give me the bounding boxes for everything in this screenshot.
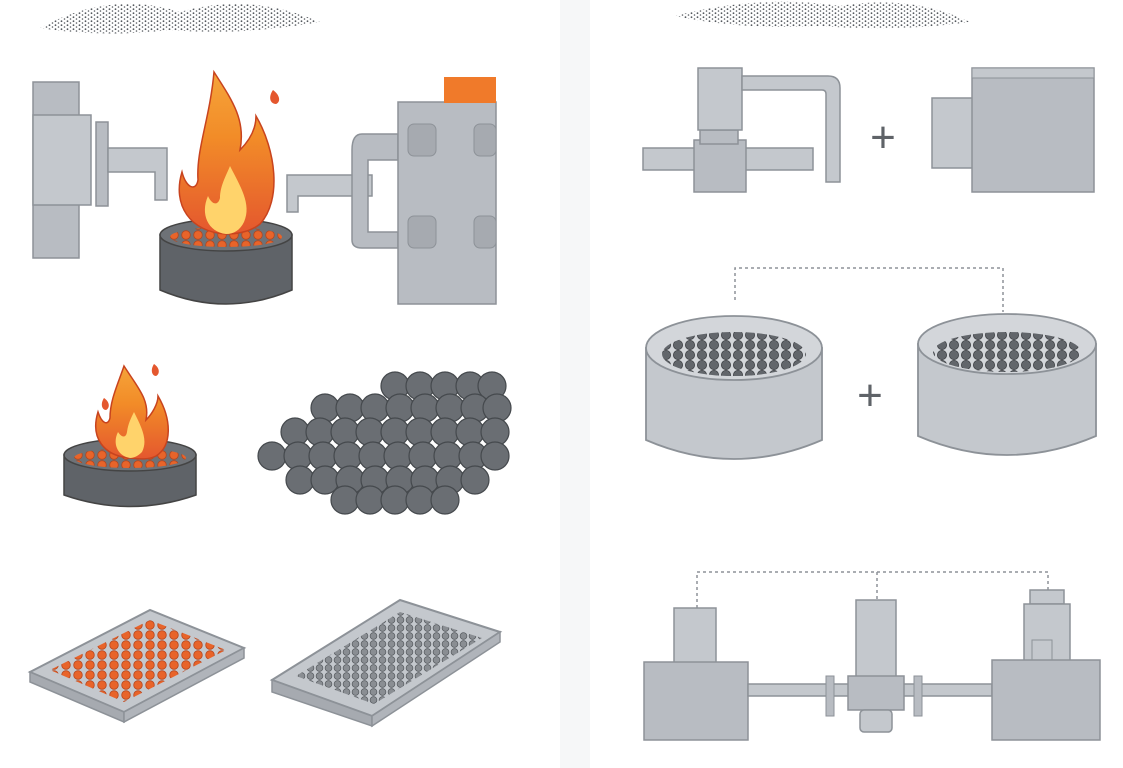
crucible-icon-left bbox=[645, 315, 823, 460]
bead bbox=[385, 393, 415, 423]
bead bbox=[430, 485, 460, 515]
small-furnace-icon bbox=[63, 364, 197, 508]
tray-row bbox=[27, 598, 503, 728]
right-tank-icon bbox=[991, 589, 1101, 741]
plus-sign-1: + bbox=[870, 113, 896, 162]
left-tank-icon bbox=[643, 607, 749, 741]
left-machine-icon bbox=[32, 81, 168, 259]
bead-pile-icon bbox=[257, 371, 512, 515]
bead bbox=[405, 485, 435, 515]
panel-divider bbox=[560, 0, 590, 768]
bead bbox=[355, 485, 385, 515]
speckle-cluster-right bbox=[675, 1, 970, 29]
bead bbox=[285, 465, 315, 495]
bead bbox=[460, 465, 490, 495]
furnace-icon bbox=[159, 69, 293, 305]
crucible-row: + bbox=[645, 267, 1097, 460]
bead bbox=[410, 393, 440, 423]
dotted-connector-1 bbox=[734, 267, 1004, 312]
pipeline-row bbox=[643, 571, 1101, 741]
gray-tray-icon bbox=[269, 598, 503, 728]
plus-sign-2: + bbox=[857, 371, 883, 420]
pipe-flange-right bbox=[913, 675, 923, 717]
bead bbox=[310, 393, 340, 423]
speckle-cluster-left bbox=[40, 3, 320, 34]
orange-tray-icon bbox=[27, 608, 247, 724]
melt-row bbox=[63, 364, 512, 515]
bead bbox=[330, 485, 360, 515]
box-unit-icon bbox=[931, 67, 1095, 193]
valve-icon bbox=[847, 599, 905, 733]
bead bbox=[380, 485, 410, 515]
furnace-row bbox=[32, 69, 497, 305]
bead bbox=[480, 441, 510, 471]
bead bbox=[360, 393, 390, 423]
flame-icon bbox=[178, 69, 275, 235]
small-flame-icon bbox=[95, 364, 169, 460]
bead bbox=[335, 393, 365, 423]
right-machine-icon bbox=[286, 77, 497, 305]
crucible-icon-right bbox=[917, 313, 1097, 456]
pipe-icon bbox=[642, 67, 841, 193]
bead bbox=[435, 393, 465, 423]
dotted-connector-2 bbox=[696, 571, 1049, 608]
assembly-row: + bbox=[642, 67, 1095, 193]
bead bbox=[257, 441, 287, 471]
pipe-flange-left bbox=[825, 675, 835, 717]
